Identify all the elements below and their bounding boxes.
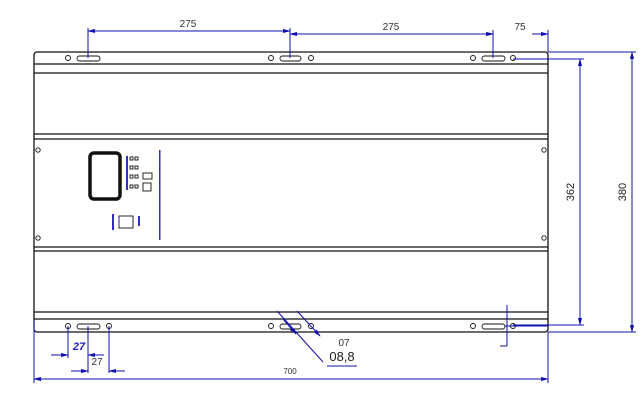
- dim-top-spacing-1: 275: [180, 19, 197, 30]
- dim-slot-offset-blue: 27: [72, 341, 86, 353]
- dim-inner-height: 362: [565, 183, 577, 201]
- mounting-slots: [65, 55, 516, 330]
- screw-icons: [35, 147, 547, 241]
- display-window: [88, 151, 122, 201]
- dim-slot-offset: 27: [91, 357, 103, 368]
- dim-slot-width: 07: [338, 338, 350, 349]
- dim-outer-height: 380: [617, 183, 629, 201]
- control-panel: [88, 150, 161, 240]
- enclosure-outline: [33, 51, 549, 333]
- dim-right-offset: 75: [514, 22, 526, 33]
- dim-top-spacing-2: 275: [383, 22, 400, 33]
- dimension-lines: [33, 28, 636, 383]
- dim-overall-width: 700: [283, 367, 297, 376]
- dim-slot-length: 08,8: [329, 349, 354, 364]
